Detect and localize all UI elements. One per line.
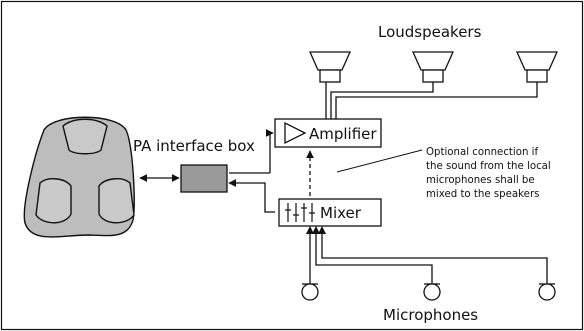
loudspeaker-3	[515, 51, 559, 83]
microphone-1	[301, 283, 319, 301]
loudspeaker-2	[411, 51, 455, 83]
microphone-3	[538, 283, 556, 301]
note-leader-line	[336, 149, 423, 173]
conference-speakerphone-icon	[23, 116, 135, 238]
microphones-label: Microphones	[383, 306, 478, 324]
microphone-2	[423, 283, 441, 301]
note-line-3: microphones shall be	[426, 175, 535, 186]
pa-interface-box-label: PA interface box	[133, 137, 255, 155]
mixer-label: Mixer	[320, 204, 362, 222]
mixer-to-pa-line	[228, 179, 275, 213]
speaker-cables	[325, 82, 538, 119]
amplifier-triangle-icon	[284, 121, 307, 145]
pa-interface-box	[180, 164, 228, 193]
loudspeaker-1	[308, 51, 352, 83]
amplifier-label: Amplifier	[309, 125, 377, 143]
note-line-1: Optional connection if	[426, 147, 539, 158]
microphone-cables	[309, 229, 548, 284]
mixer-fader-icon	[285, 203, 315, 222]
note-line-4: mixed to the speakers	[426, 189, 539, 200]
note-line-2: the sound from the local	[426, 161, 551, 172]
loudspeakers-label: Loudspeakers	[378, 23, 482, 41]
